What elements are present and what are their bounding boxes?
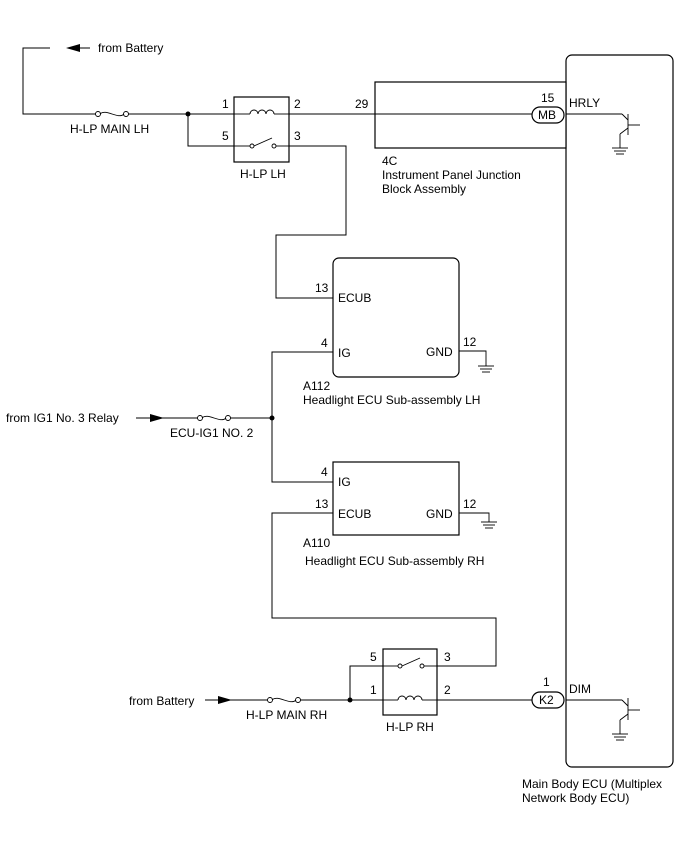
ecu-lh-ig-num: 4 <box>321 336 328 350</box>
connector-mb-code: MB <box>538 108 556 122</box>
arrow-right-icon <box>205 696 232 704</box>
fuse-hlp-main-rh-label: H-LP MAIN RH <box>246 708 327 722</box>
main-body-ecu-name-line1: Main Body ECU (Multiplex <box>522 777 662 791</box>
ecu-rh-gnd-label: GND <box>426 507 453 521</box>
ecu-lh-box <box>332 257 460 378</box>
connector-mb-badge <box>531 106 565 124</box>
junction-block-name-line1: Instrument Panel Junction <box>382 168 521 182</box>
relay-rh-pin1: 1 <box>370 683 377 697</box>
fuse-hlp-main-lh-label: H-LP MAIN LH <box>70 122 149 136</box>
from-battery-top: from Battery <box>98 41 163 55</box>
relay-lh-name: H-LP LH <box>240 167 286 181</box>
relay-rh-pin3: 3 <box>444 650 451 664</box>
ecu-lh-ig-label: IG <box>338 346 351 360</box>
relay-lh-coil-icon <box>234 109 289 115</box>
ground-lh-icon <box>459 350 494 373</box>
ecu-rh-box <box>332 461 460 536</box>
fuse-hlp-main-lh-icon <box>95 111 129 117</box>
arrow-right-icon <box>136 414 164 422</box>
junction-block-name-line2: Block Assembly <box>382 182 466 196</box>
relay-rh-pin2: 2 <box>444 683 451 697</box>
from-ig1-relay: from IG1 No. 3 Relay <box>6 411 119 425</box>
ecu-lh-gnd-label: GND <box>426 345 453 359</box>
relay-hlp-rh-box <box>382 648 438 716</box>
fuse-hlp-main-rh-icon <box>267 697 301 703</box>
ecu-rh-ecub-label: ECUB <box>338 507 371 521</box>
main-body-ecu-box <box>565 54 674 768</box>
relay-rh-name: H-LP RH <box>386 720 434 734</box>
relay-lh-pin2: 2 <box>294 97 301 111</box>
ecu-lh-name: Headlight ECU Sub-assembly LH <box>303 393 480 407</box>
connector-k2-pin: 1 <box>543 675 550 689</box>
relay-rh-coil-icon <box>383 695 437 701</box>
junction-block-pin: 29 <box>355 97 369 111</box>
ecu-lh-code: A112 <box>303 379 330 393</box>
relay-rh-pin5: 5 <box>370 650 377 664</box>
fuse-ecu-ig1-no2-label: ECU-IG1 NO. 2 <box>170 426 254 440</box>
fuse-ecu-ig1-no2-icon <box>197 415 231 421</box>
ecu-lh-ecub-label: ECUB <box>338 291 371 305</box>
junction-block-code: 4C <box>382 154 398 168</box>
from-battery-bottom: from Battery <box>129 694 194 708</box>
ecu-lh-ecub-num: 13 <box>315 281 329 295</box>
relay-lh-pin3: 3 <box>294 129 301 143</box>
hrly-signal-label: HRLY <box>569 96 600 110</box>
ground-rh-icon <box>459 512 497 529</box>
ecu-rh-ig-num: 4 <box>321 465 328 479</box>
ecu-rh-gnd-num: 12 <box>463 497 477 511</box>
relay-rh-switch-icon <box>383 657 437 669</box>
connector-k2-code: K2 <box>539 693 554 707</box>
relay-lh-pin5: 5 <box>222 129 229 143</box>
ecu-lh-gnd-num: 12 <box>463 335 477 349</box>
ecu-rh-name: Headlight ECU Sub-assembly RH <box>305 554 484 568</box>
transistor-dim-icon <box>566 698 640 741</box>
relay-lh-pin1: 1 <box>222 97 229 111</box>
ecu-rh-ig-label: IG <box>338 475 351 489</box>
transistor-hrly-icon <box>566 113 640 155</box>
connector-mb-pin: 15 <box>541 91 555 105</box>
relay-hlp-lh-box <box>233 96 290 163</box>
ecu-rh-ecub-num: 13 <box>315 497 329 511</box>
dim-signal-label: DIM <box>569 682 591 696</box>
main-body-ecu-name-line2: Network Body ECU) <box>522 791 629 805</box>
relay-lh-switch-icon <box>234 137 289 149</box>
ecu-rh-code: A110 <box>303 536 330 550</box>
